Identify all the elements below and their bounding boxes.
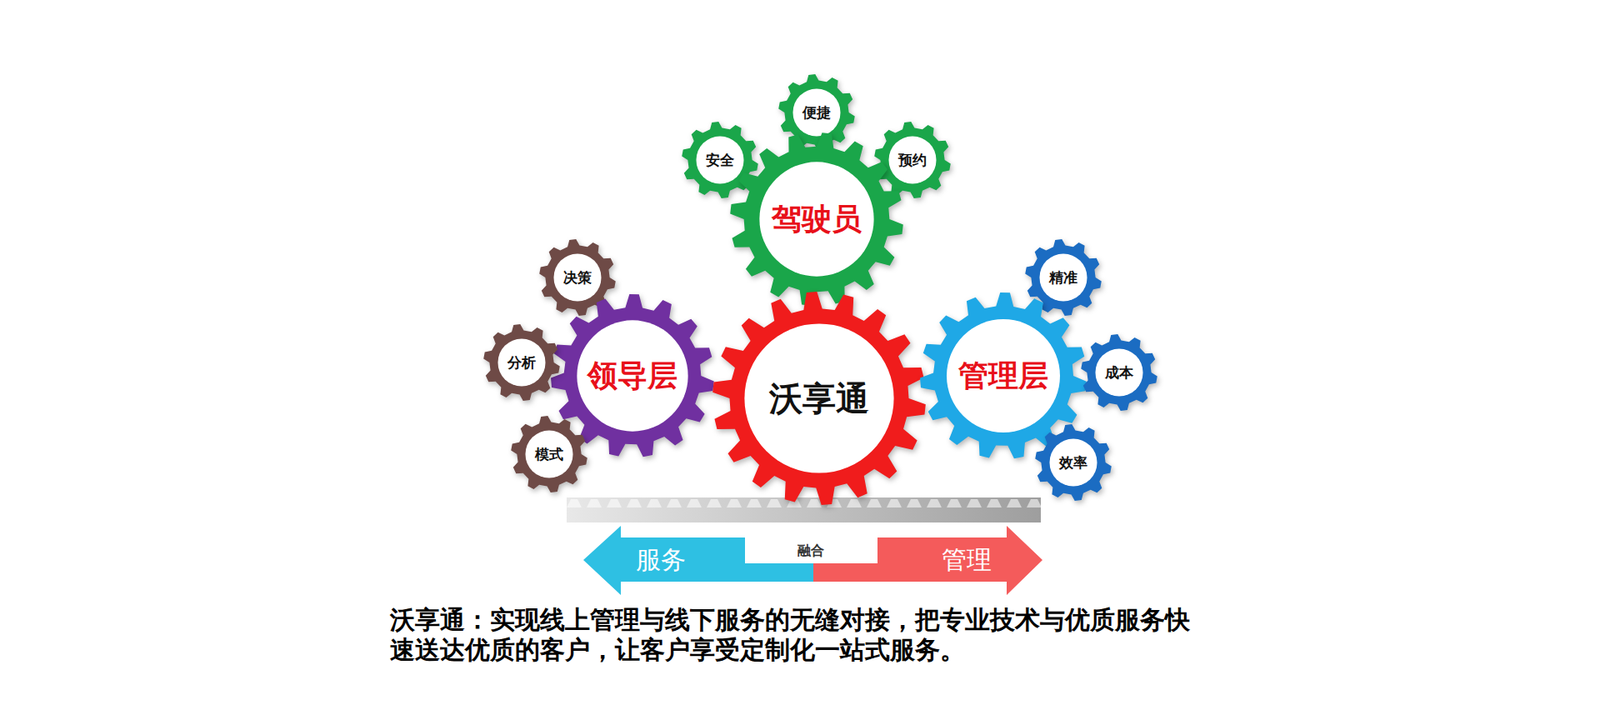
gear-hub bbox=[576, 320, 688, 431]
gear-label: 效率 bbox=[1059, 455, 1088, 471]
gear-node: 效率 bbox=[1035, 424, 1112, 501]
gear-hub bbox=[553, 253, 601, 301]
gear-label: 驾驶员 bbox=[771, 202, 862, 236]
gear-hub bbox=[792, 88, 840, 136]
gear-hub bbox=[1039, 253, 1087, 301]
gear-node: 成本 bbox=[1080, 334, 1158, 411]
gear-node: 分析 bbox=[483, 324, 560, 401]
gear-label: 成本 bbox=[1105, 365, 1134, 381]
rack-teeth bbox=[566, 497, 1041, 508]
gear-hub bbox=[888, 135, 936, 184]
gear-hub bbox=[759, 161, 874, 276]
gear-hub bbox=[525, 430, 573, 478]
gear-hub bbox=[744, 323, 894, 473]
arrow-band: 管理 bbox=[813, 525, 1043, 595]
gear-label: 决策 bbox=[563, 270, 592, 286]
gear-teeth bbox=[1080, 334, 1158, 411]
caption-text: 沃享通：实现线上管理与线下服务的无缝对接，把专业技术与优质服务快速送达优质的客户… bbox=[390, 605, 1207, 665]
gear-node: 预约 bbox=[874, 121, 951, 199]
arrow-band: 服务 bbox=[583, 525, 814, 595]
gear-teeth bbox=[550, 294, 715, 457]
gear-node: 模式 bbox=[510, 415, 588, 493]
arrow-shape bbox=[583, 525, 814, 595]
gear-hub bbox=[1049, 438, 1097, 486]
gear-hub bbox=[946, 319, 1060, 433]
gear-label: 预约 bbox=[898, 152, 927, 169]
caption-holder: 沃享通：实现线上管理与线下服务的无缝对接，把专业技术与优质服务快速送达优质的客户… bbox=[390, 605, 1207, 665]
gear-label: 安全 bbox=[705, 152, 735, 169]
merge-label: 融合 bbox=[797, 543, 825, 559]
gear-node: 驾驶员 bbox=[730, 132, 904, 306]
gear-label: 模式 bbox=[535, 446, 564, 463]
gear-teeth bbox=[874, 121, 951, 199]
rack-bar bbox=[566, 497, 1041, 523]
arrow-body bbox=[813, 525, 1043, 595]
arrow-label: 服务 bbox=[635, 545, 687, 574]
gear-teeth bbox=[730, 132, 904, 306]
gear-label: 便捷 bbox=[802, 105, 831, 121]
arrow-body bbox=[583, 525, 814, 595]
gear-teeth bbox=[483, 324, 560, 401]
gear-label: 精准 bbox=[1049, 270, 1078, 286]
gear-label: 管理层 bbox=[958, 359, 1049, 393]
gear-hub bbox=[1095, 348, 1143, 396]
arrow-shape bbox=[813, 525, 1043, 595]
gear-teeth bbox=[712, 291, 926, 505]
arrow-label: 管理 bbox=[941, 545, 993, 574]
gear-label: 领导层 bbox=[587, 359, 678, 393]
gear-node: 领导层 bbox=[550, 294, 715, 458]
gear-teeth bbox=[510, 415, 588, 493]
gear-label: 沃享通 bbox=[769, 380, 870, 417]
gear-node: 沃享通 bbox=[712, 291, 926, 505]
gear-label: 分析 bbox=[507, 355, 536, 371]
gear-hub bbox=[497, 338, 545, 386]
label-holder: 融合 bbox=[797, 543, 825, 559]
gear-teeth bbox=[1035, 424, 1112, 501]
gear-hub bbox=[695, 135, 744, 184]
